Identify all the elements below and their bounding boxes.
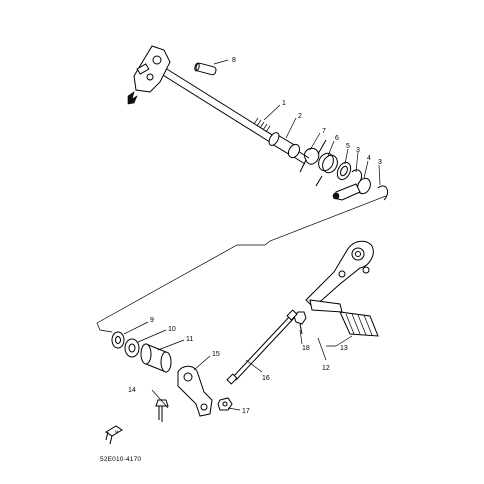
tie-rod-part-16 [226, 309, 298, 385]
callout-17: 17 [242, 408, 250, 415]
shift-pedal-part-12 [305, 240, 374, 313]
callout-11: 11 [186, 336, 193, 343]
washer-part-10 [124, 338, 140, 358]
callout-6: 6 [335, 135, 339, 142]
callout-16: 16 [262, 375, 270, 382]
shift-arm-plate [127, 45, 171, 105]
lower-leader-lines [123, 321, 353, 411]
callout-4: 4 [367, 155, 371, 162]
diagram-code: 52E010-4170 [100, 456, 141, 463]
callout-8: 8 [232, 57, 236, 64]
shift-pedal-assembly [111, 240, 379, 422]
washer-part-9 [111, 331, 125, 349]
callout-9: 9 [150, 317, 154, 324]
callout-2: 2 [298, 113, 302, 120]
shift-shaft-assembly [127, 45, 389, 201]
clip-icon-mark: M [115, 429, 118, 434]
callout-1: 1 [282, 100, 286, 107]
pedal-rubber-part-13 [339, 311, 379, 337]
callout-3b: 3 [378, 159, 382, 166]
callout-3a: 3 [356, 147, 360, 154]
bolt-part-14 [155, 399, 169, 422]
assembly-boundary-line [96, 195, 387, 333]
collar-part-2 [268, 132, 301, 159]
return-spring-part-7 [299, 139, 327, 173]
pin-part-8 [194, 62, 217, 76]
circlip-part-3b [377, 185, 389, 201]
callout-12: 12 [322, 365, 330, 372]
callout-14: 14 [128, 387, 136, 394]
spring-part-6 [315, 152, 338, 187]
callout-7: 7 [322, 128, 326, 135]
shift-arm-part-15 [177, 365, 213, 417]
callout-13: 13 [340, 345, 348, 352]
nut-part-17 [217, 397, 233, 411]
callout-10: 10 [168, 326, 176, 333]
callout-5: 5 [346, 143, 350, 150]
washer-part-5 [336, 161, 352, 181]
callout-18: 18 [302, 345, 310, 352]
clip-icon: M [105, 425, 123, 445]
stopper-lever-part-4 [332, 177, 371, 201]
collar-part-11 [140, 343, 172, 373]
callout-15: 15 [212, 351, 220, 358]
upper-leader-lines [213, 59, 381, 186]
